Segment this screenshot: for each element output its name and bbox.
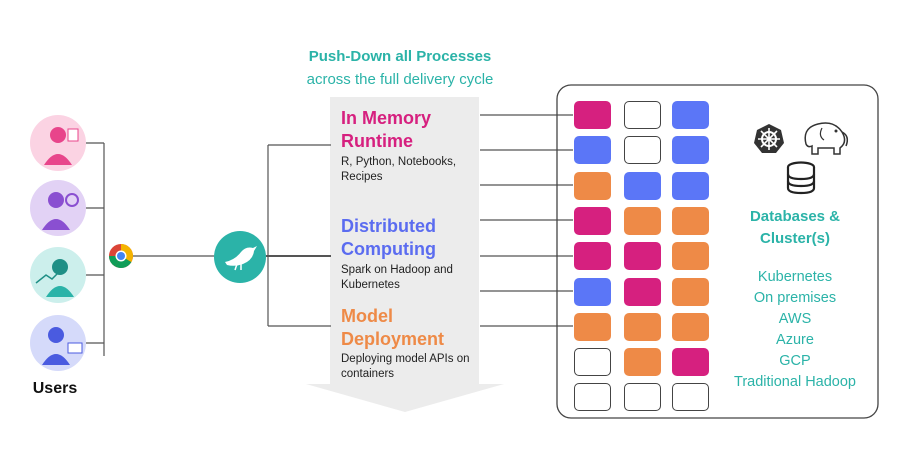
grid-cell — [574, 348, 611, 377]
grid-cell — [624, 348, 661, 377]
user-engineer-icon — [30, 247, 86, 303]
user-business-icon — [30, 315, 86, 371]
process-arrow — [306, 97, 504, 412]
grid-cell — [672, 171, 709, 200]
grid-cell — [672, 101, 709, 129]
grid-cell — [624, 101, 661, 129]
section-in-memory-title: In Memory Runtime — [341, 108, 432, 151]
env-gcp: GCP — [779, 353, 811, 369]
env-aws: AWS — [778, 311, 812, 327]
grid-cell — [574, 206, 611, 235]
chrome-icon — [108, 243, 134, 274]
grid-cell — [624, 277, 661, 306]
databases-title-line1: Databases & — [749, 208, 841, 225]
header-title: Push-Down all Processes — [308, 48, 492, 65]
grid-cell — [624, 242, 661, 271]
env-azure: Azure — [776, 332, 814, 348]
grid-cell — [672, 277, 709, 306]
env-kubernetes: Kubernetes — [757, 269, 833, 285]
databases-title-line2: Cluster(s) — [759, 230, 830, 247]
grid-cell — [574, 242, 611, 271]
grid-cell — [574, 101, 611, 129]
grid-cell — [672, 242, 709, 271]
database-icon — [783, 160, 819, 201]
grid-cell — [574, 277, 611, 306]
section-in-memory-desc: R, Python, Notebooks, Recipes — [341, 156, 457, 183]
section-deployment-desc: Deploying model APIs on containers — [341, 353, 470, 380]
section-deployment-title: Model Deployment — [341, 306, 445, 349]
grid-cell — [624, 136, 661, 165]
section-distributed-desc: Spark on Hadoop and Kubernetes — [341, 264, 453, 291]
kubernetes-icon — [752, 122, 786, 161]
hadoop-elephant-icon — [796, 116, 852, 163]
section-distributed-title: Distributed Computing — [341, 216, 437, 259]
grid-cell — [624, 383, 661, 412]
grid-cell — [672, 136, 709, 165]
grid-cell — [574, 383, 611, 412]
grid-cell — [624, 171, 661, 200]
user-scientist-icon — [30, 180, 86, 236]
databases-title: Databases & Cluster(s) — [730, 206, 860, 250]
dataiku-bird-icon — [213, 230, 267, 289]
grid-cell — [672, 206, 709, 235]
user-analyst-icon — [30, 115, 86, 171]
grid-cell — [574, 136, 611, 165]
grid-cell — [624, 312, 661, 341]
grid-cell — [672, 312, 709, 341]
grid-cell — [672, 348, 709, 377]
grid-cell — [624, 206, 661, 235]
env-traditional-hadoop: Traditional Hadoop — [734, 374, 856, 390]
header-subtitle: across the full delivery cycle — [306, 71, 494, 88]
cluster-panel — [556, 84, 879, 419]
users-label: Users — [32, 380, 78, 397]
grid-cell — [574, 312, 611, 341]
env-on-premises: On premises — [753, 290, 837, 306]
grid-cell — [574, 171, 611, 200]
grid-cell — [672, 383, 709, 412]
